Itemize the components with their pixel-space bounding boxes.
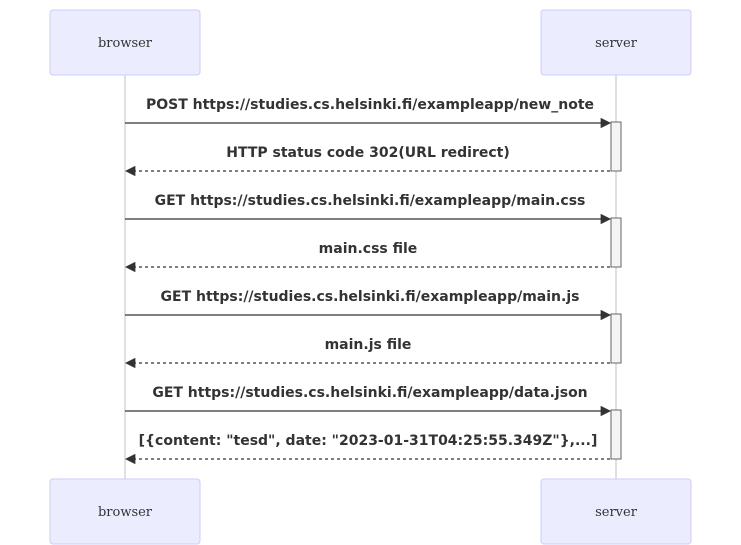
server-activation-4 (610, 409, 622, 460)
message-label-3: GET https://studies.cs.helsinki.fi/examp… (155, 193, 586, 209)
server-activation-3 (610, 313, 622, 364)
server-actor-top-label: server (595, 36, 638, 51)
message-label-6: main.js file (325, 337, 412, 353)
message-label-4: main.css file (319, 241, 418, 257)
browser-actor-bottom: browser (49, 478, 201, 545)
message-label-8: [{content: "tesd", date: "2023-01-31T04:… (139, 433, 598, 449)
browser-actor-bottom-label: browser (98, 505, 153, 520)
browser-actor-top-label: browser (98, 36, 153, 51)
server-actor-top: server (540, 9, 692, 76)
message-label-7: GET https://studies.cs.helsinki.fi/examp… (152, 385, 587, 401)
message-label-5: GET https://studies.cs.helsinki.fi/examp… (161, 289, 580, 305)
server-actor-bottom-label: server (595, 505, 638, 520)
server-activation-2 (610, 217, 622, 268)
message-label-1: POST https://studies.cs.helsinki.fi/exam… (146, 97, 594, 113)
server-actor-bottom: server (540, 478, 692, 545)
browser-actor-top: browser (49, 9, 201, 76)
message-label-2: HTTP status code 302(URL redirect) (226, 145, 510, 161)
server-activation-1 (610, 121, 622, 172)
